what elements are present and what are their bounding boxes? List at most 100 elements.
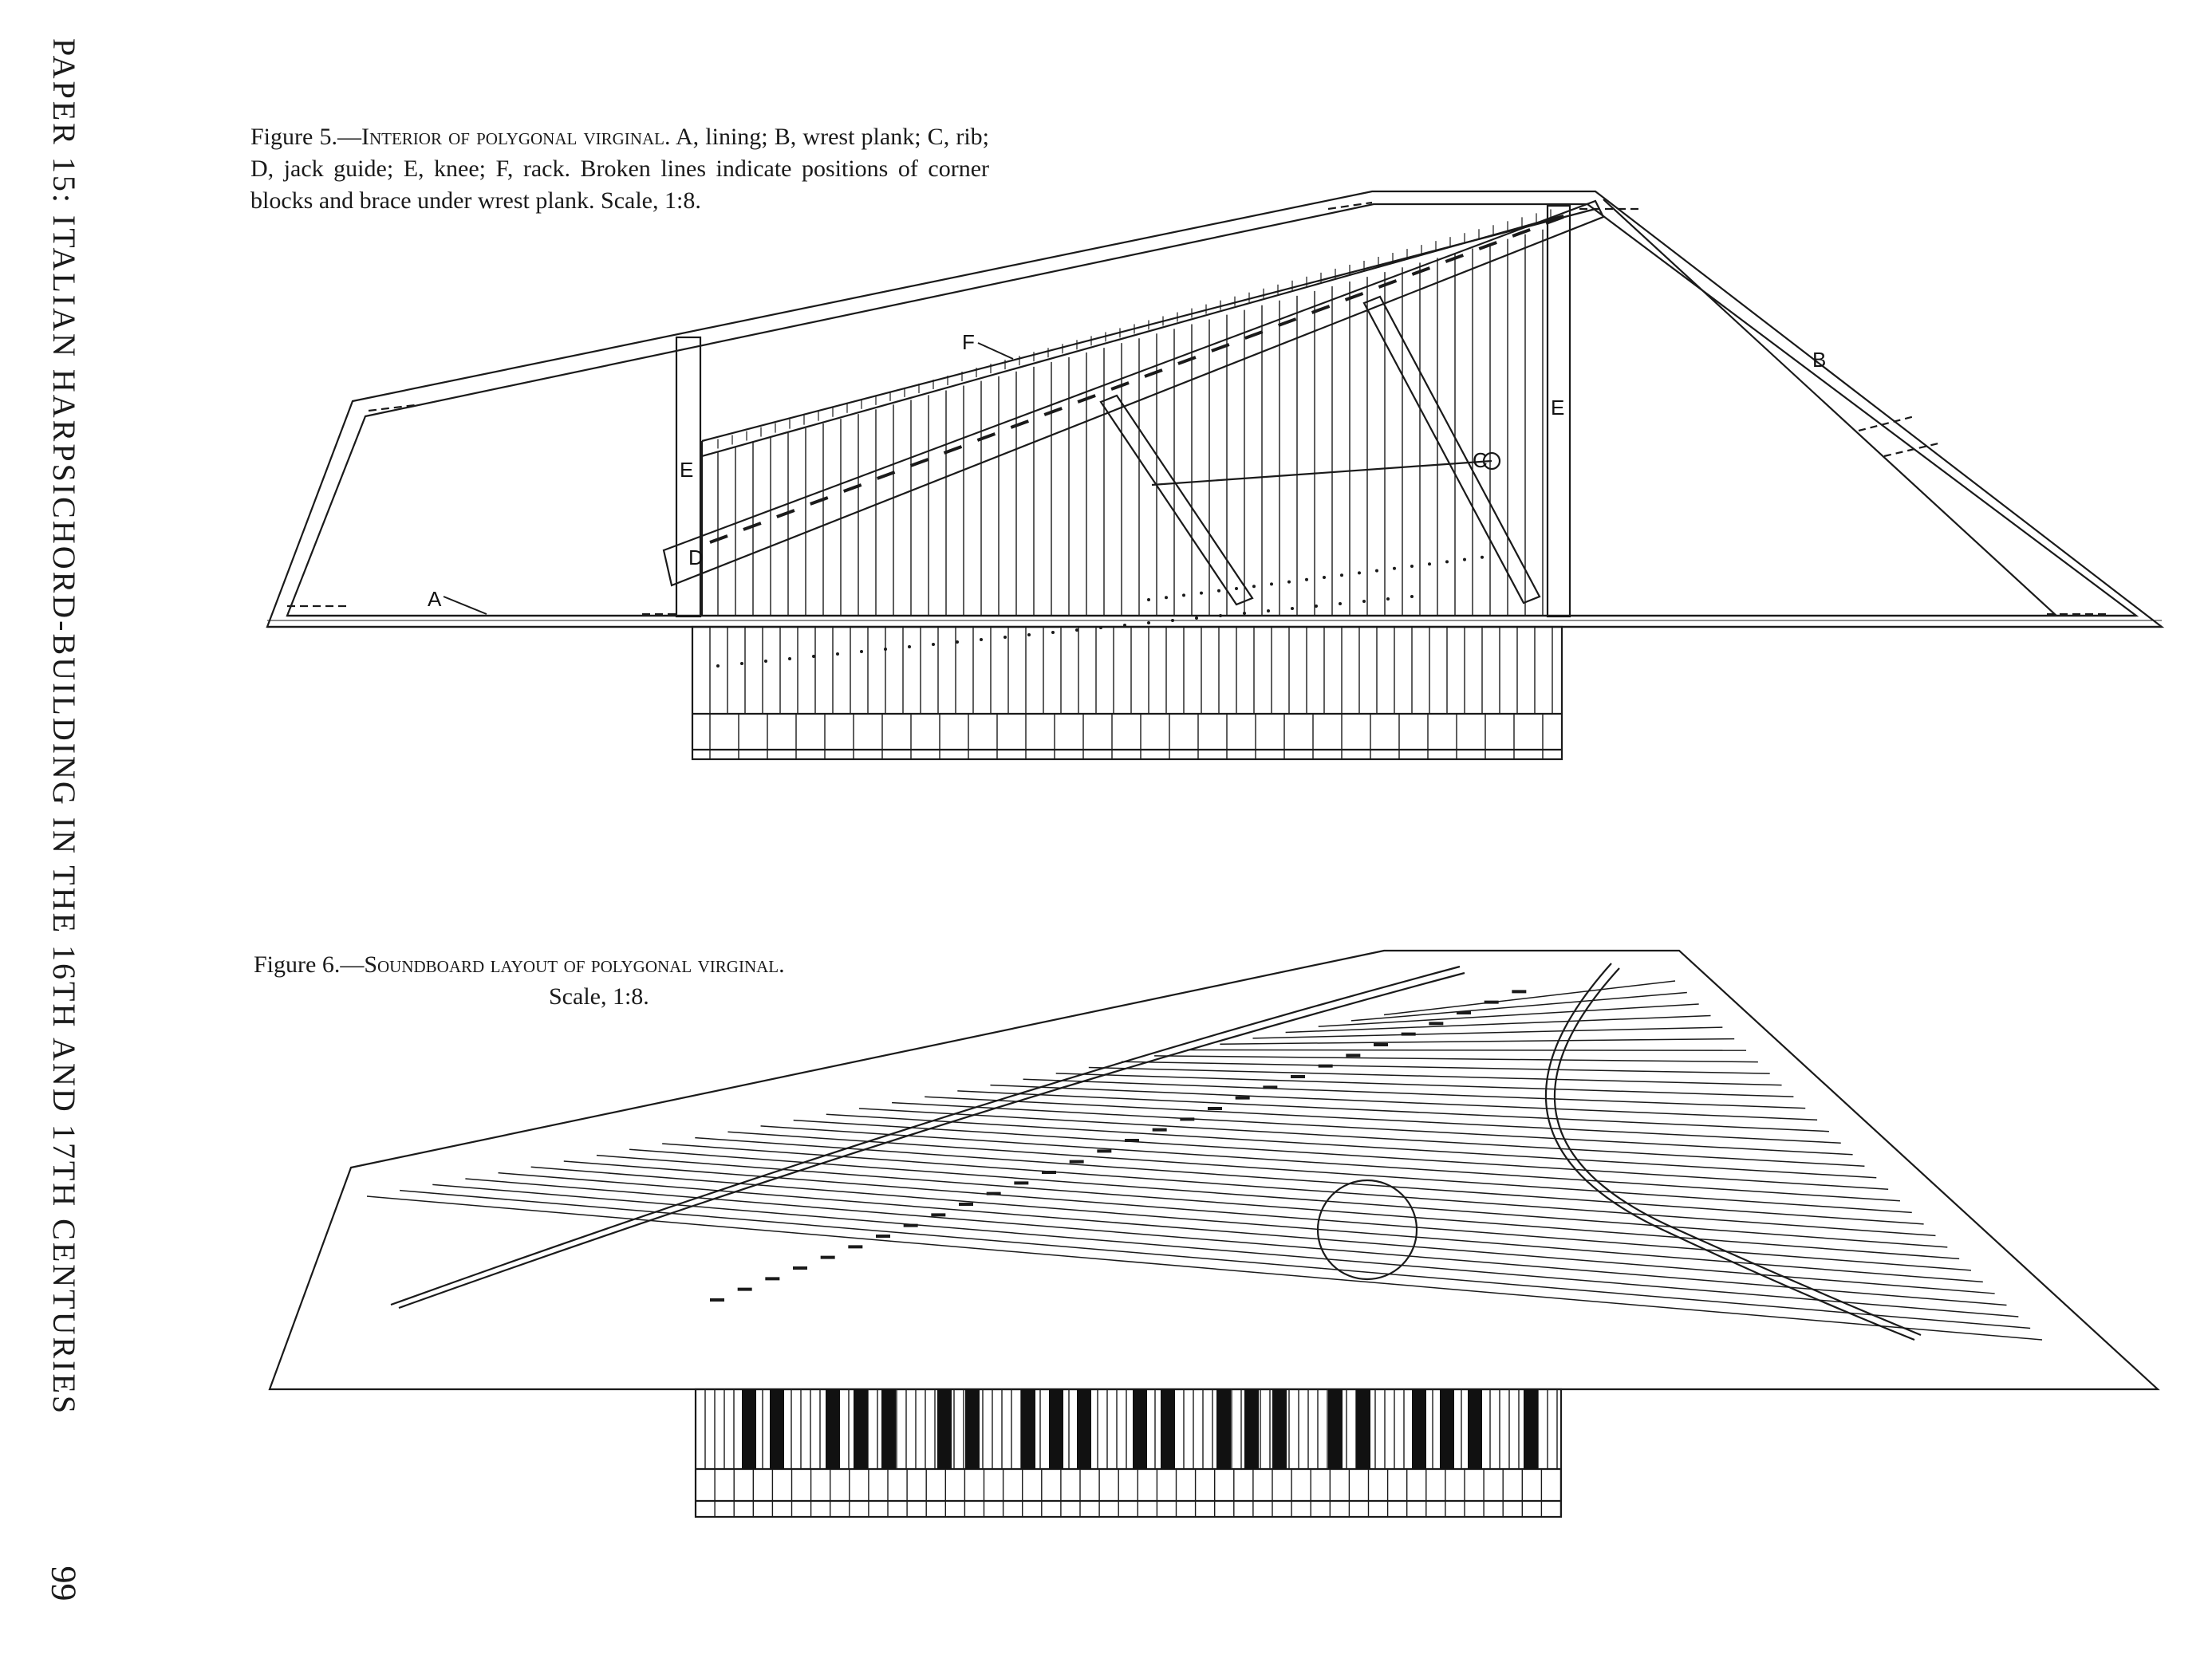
- dot-mark: [1027, 633, 1031, 636]
- string-line: [957, 1090, 1829, 1132]
- string-line: [596, 1154, 1960, 1260]
- keyboard: [694, 1388, 1563, 1518]
- dot-mark: [1340, 573, 1343, 577]
- jack-mark: [909, 458, 929, 467]
- dot-mark: [1386, 597, 1390, 601]
- dot-mark: [1410, 595, 1414, 598]
- dot-mark: [740, 662, 743, 665]
- jack-mark: [976, 432, 996, 442]
- string-line: [1187, 1049, 1747, 1051]
- figure-5-interior-drawing: [266, 190, 2165, 761]
- dot-mark: [1217, 589, 1220, 593]
- black-key: [1244, 1389, 1259, 1469]
- jack-mark: [1411, 266, 1431, 276]
- black-key: [1524, 1389, 1538, 1469]
- jack-mark: [810, 496, 829, 506]
- jack-mark: [1378, 279, 1398, 289]
- black-key: [1021, 1389, 1035, 1469]
- dot-mark: [884, 648, 887, 651]
- dot-mark: [1252, 585, 1256, 589]
- dot-mark: [1003, 636, 1007, 639]
- jack-mark: [943, 445, 963, 455]
- dot-mark: [1099, 626, 1102, 629]
- black-key: [854, 1389, 868, 1469]
- dot-mark: [1445, 560, 1449, 564]
- black-key: [1412, 1389, 1426, 1469]
- figure-5-body-2: Broken lines indicate positions of corne…: [250, 156, 989, 214]
- label-c: C: [1473, 448, 1488, 472]
- jack-mark: [1512, 228, 1531, 238]
- figure-6-title: Soundboard layout of polygonal virginal.: [364, 951, 785, 978]
- jack-mark: [1278, 317, 1297, 327]
- soundboard-outline: [268, 949, 2160, 1391]
- knee-right: [1546, 204, 1571, 618]
- black-key: [1161, 1389, 1175, 1469]
- dot-mark: [1171, 619, 1174, 622]
- string-line: [892, 1101, 1853, 1156]
- dot-mark: [1393, 566, 1396, 570]
- string-line: [727, 1131, 1912, 1214]
- dot-mark: [1428, 562, 1431, 566]
- black-key: [937, 1389, 952, 1469]
- jack-mark: [1144, 368, 1163, 378]
- dot-mark: [764, 660, 767, 663]
- dot-mark: [836, 652, 839, 656]
- label-f: F: [962, 330, 975, 354]
- label-b: B: [1812, 348, 1826, 372]
- string-line: [400, 1189, 2031, 1329]
- string-line: [858, 1108, 1865, 1168]
- dot-mark: [1270, 582, 1273, 586]
- black-key: [1356, 1389, 1370, 1469]
- string-line: [465, 1178, 2007, 1306]
- dot-mark: [1243, 612, 1246, 615]
- jack-mark: [1445, 254, 1464, 263]
- black-key: [1133, 1389, 1147, 1469]
- case-outline: [266, 190, 2165, 628]
- dot-mark: [956, 640, 959, 644]
- dot-mark: [908, 645, 911, 648]
- dot-mark: [1165, 596, 1168, 600]
- figure-5-scale: Scale, 1:8.: [594, 187, 701, 214]
- jack-mark: [1211, 343, 1230, 352]
- label-e-right: E: [1551, 396, 1564, 419]
- dot-mark: [1375, 569, 1378, 573]
- string-line: [662, 1143, 1936, 1237]
- label-d: D: [688, 545, 704, 569]
- black-key: [1272, 1389, 1287, 1469]
- dot-mark: [1075, 628, 1078, 632]
- string-line: [990, 1084, 1818, 1121]
- dot-mark: [716, 664, 720, 668]
- black-key: [1468, 1389, 1482, 1469]
- string-line: [432, 1184, 2019, 1317]
- jack-mark: [743, 522, 762, 531]
- dot-mark: [1267, 609, 1270, 612]
- dot-mark: [1323, 576, 1326, 579]
- black-key: [965, 1389, 980, 1469]
- jack-mark: [1478, 241, 1497, 250]
- dot-mark: [860, 650, 863, 653]
- black-key: [1328, 1389, 1343, 1469]
- string-line: [760, 1125, 1900, 1202]
- case-lining: [286, 203, 2139, 617]
- jack-mark: [1311, 305, 1331, 314]
- key-frame: [691, 625, 1563, 761]
- figure-6-caption: Figure 6.—Soundboard layout of polygonal…: [254, 949, 972, 1013]
- figure-6-soundboard-drawing: [268, 949, 2160, 1518]
- figure-5-lead: Figure 5.—: [250, 124, 361, 150]
- jack-mark: [843, 483, 862, 493]
- dot-mark: [1147, 598, 1150, 601]
- string-line: [1285, 1014, 1711, 1034]
- dot-mark: [1200, 591, 1203, 595]
- jack-mark: [1344, 292, 1364, 301]
- string-line: [826, 1113, 1877, 1179]
- string-line: [498, 1172, 1995, 1294]
- string-line: [1252, 1026, 1723, 1039]
- string-line: [1121, 1061, 1770, 1074]
- dot-mark: [1339, 602, 1342, 605]
- dot-mark: [1287, 580, 1291, 584]
- dot-mark: [1051, 631, 1055, 634]
- string-line: [1055, 1073, 1794, 1097]
- jack-mark: [1043, 407, 1063, 416]
- jack-mark: [876, 471, 896, 480]
